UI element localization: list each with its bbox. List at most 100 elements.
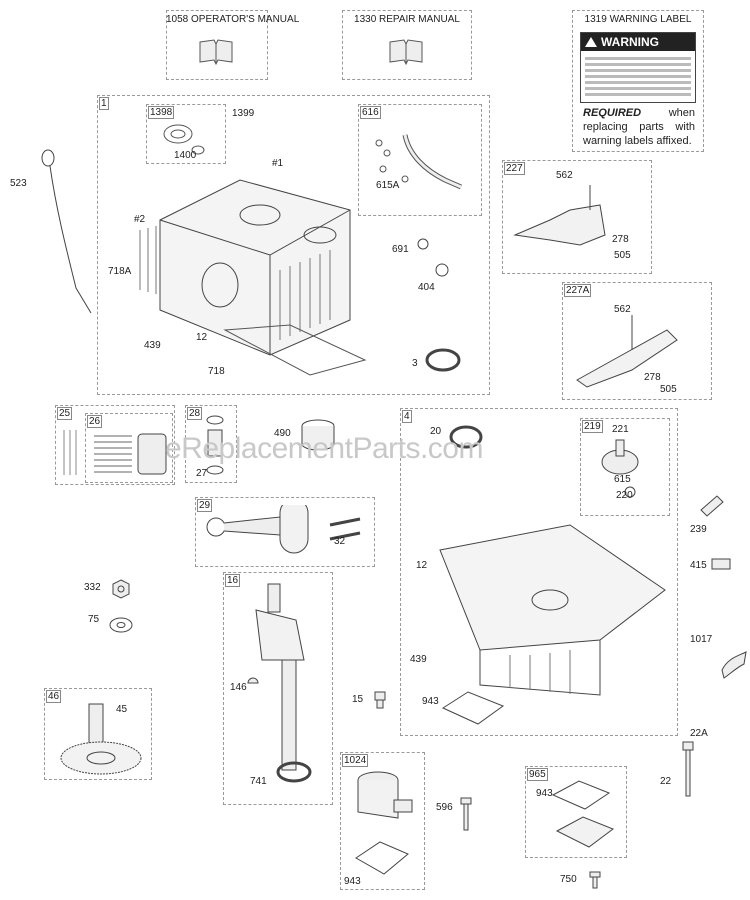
box-16-crankshaft[interactable] xyxy=(223,572,333,805)
dipstick-icon xyxy=(41,149,92,314)
box-219-governor[interactable] xyxy=(580,418,670,516)
part-label-15: 15 xyxy=(352,694,364,705)
part-label-27: 27 xyxy=(196,468,208,479)
part-label-1400: 1400 xyxy=(174,150,197,161)
warning-required-note: REQUIRED when replacing parts with warni… xyxy=(583,107,695,147)
warning-sticker: WARNING xyxy=(580,32,696,103)
screw-750-icon xyxy=(589,871,601,889)
box-label-1398: 1398 xyxy=(148,106,175,119)
warning-sticker-header: WARNING xyxy=(581,33,695,51)
gasket-943-adapter-icon xyxy=(355,841,409,875)
sump-housing-icon xyxy=(439,524,666,696)
camshaft-gear-icon xyxy=(60,703,142,775)
part-label-415: 415 xyxy=(690,560,707,571)
part-label-332: 332 xyxy=(84,582,101,593)
part-label-45: 45 xyxy=(116,704,128,715)
part-label-562a: 562 xyxy=(556,170,573,181)
part-label-505a: 505 xyxy=(614,250,631,261)
part-label-439a: 439 xyxy=(144,340,161,351)
seal-ring-icon xyxy=(425,348,461,372)
part-label-718a: 718A xyxy=(108,266,132,277)
box-label-1: 1 xyxy=(99,97,109,110)
part-label-439b: 439 xyxy=(410,654,427,665)
part-label-1399: 1399 xyxy=(232,108,255,119)
part-label-404: 404 xyxy=(418,282,435,293)
box-1398-gasket[interactable] xyxy=(146,104,226,164)
warning-label-box[interactable] xyxy=(572,10,704,152)
piston-rings-icon xyxy=(94,433,167,475)
nut-332-icon xyxy=(112,579,130,599)
part-label-741: 741 xyxy=(250,776,267,787)
box-label-227: 227 xyxy=(504,162,525,175)
sensor-239-icon xyxy=(700,495,724,517)
box-label-25: 25 xyxy=(57,407,73,420)
part-label-691: 691 xyxy=(392,244,409,255)
part-label-22a: 22A xyxy=(690,728,708,739)
box-28-wrist-pin[interactable] xyxy=(185,405,237,483)
breather-tube-icon xyxy=(375,134,463,190)
oil-gasket-outline-icon xyxy=(223,324,367,376)
part-label-278b: 278 xyxy=(644,372,661,383)
box-616-breather-tube[interactable] xyxy=(358,104,482,216)
box-label-965: 965 xyxy=(527,768,548,781)
washer-75-icon xyxy=(109,617,133,633)
washer-404-icon xyxy=(435,263,449,277)
part-label-562b: 562 xyxy=(614,304,631,315)
wrist-pin-icon xyxy=(206,415,224,475)
part-label-3: 3 xyxy=(412,358,418,369)
box-965-gasket-set[interactable] xyxy=(525,766,627,858)
box-46-camshaft[interactable] xyxy=(44,688,152,780)
box-label-219: 219 xyxy=(582,420,603,433)
connecting-rod-icon xyxy=(206,505,361,554)
box-29-connecting-rod[interactable] xyxy=(195,497,375,567)
part-label-20: 20 xyxy=(430,426,442,437)
box-label-227a: 227A xyxy=(564,284,592,297)
part-label-146: 146 xyxy=(230,682,247,693)
plug-15-icon xyxy=(374,691,386,709)
part-label-718: 718 xyxy=(208,366,225,377)
box-227-bracket[interactable] xyxy=(502,160,652,274)
part-label-22: 22 xyxy=(660,776,672,787)
oil-adapter-icon xyxy=(357,771,413,819)
warning-label-title: 1319 WARNING LABEL xyxy=(584,14,692,25)
part-label-943b: 943 xyxy=(536,788,553,799)
box-4-sump[interactable] xyxy=(400,408,678,736)
part-label-12b: 12 xyxy=(416,560,428,571)
repair-manual-box[interactable] xyxy=(342,10,472,80)
part-label-490: 490 xyxy=(274,428,291,439)
repair-manual-label: 1330 REPAIR MANUAL xyxy=(354,14,460,25)
washer-691-icon xyxy=(417,238,429,250)
box-label-46: 46 xyxy=(46,690,62,703)
watermark: eReplacementParts.com xyxy=(165,432,483,465)
part-label-1: #1 xyxy=(272,158,284,169)
gasket-943-icon xyxy=(441,691,505,725)
box-label-4: 4 xyxy=(402,410,412,423)
box-1-cylinder[interactable] xyxy=(97,95,490,395)
bracket-227-icon xyxy=(513,185,606,246)
part-label-12a: 12 xyxy=(196,332,208,343)
warning-triangle-icon xyxy=(585,37,597,47)
part-label-615: 615 xyxy=(614,474,631,485)
part-label-32: 32 xyxy=(334,536,346,547)
part-label-220: 220 xyxy=(616,490,633,501)
box-1024-adapter[interactable] xyxy=(340,752,425,890)
seal-20-icon xyxy=(449,425,483,449)
part-label-615a: 615A xyxy=(376,180,400,191)
box-227a-bracket[interactable] xyxy=(562,282,712,400)
part-label-750: 750 xyxy=(560,874,577,885)
operators-manual-label: 1058 OPERATOR'S MANUAL xyxy=(166,14,300,25)
box-26-piston[interactable] xyxy=(85,413,173,483)
gasket-icon xyxy=(163,124,205,155)
bushing-490-icon xyxy=(301,419,335,451)
key-146-icon xyxy=(247,677,259,684)
box-label-26: 26 xyxy=(87,415,103,428)
part-label-943c: 943 xyxy=(344,876,361,887)
warning-sticker-lines xyxy=(581,51,695,102)
part-label-943a: 943 xyxy=(422,696,439,707)
part-label-278a: 278 xyxy=(612,234,629,245)
box-25-rings[interactable] xyxy=(55,405,175,485)
box-label-28: 28 xyxy=(187,407,203,420)
box-label-1024: 1024 xyxy=(342,754,369,767)
gasket-set-icon xyxy=(551,780,615,848)
operators-manual-box[interactable] xyxy=(166,10,268,80)
